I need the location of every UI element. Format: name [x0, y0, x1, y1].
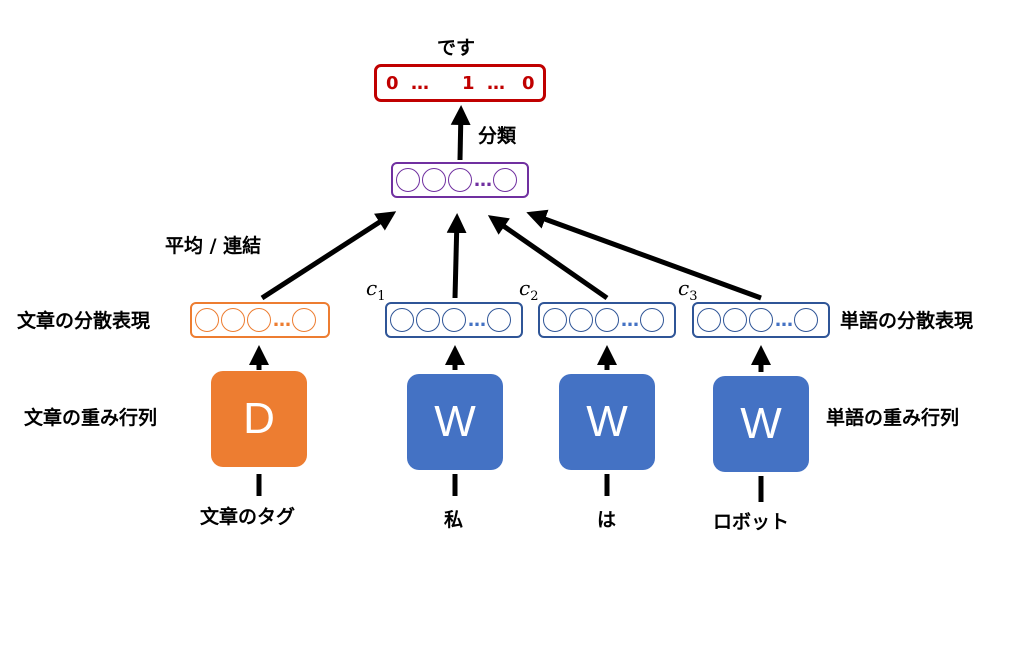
- one-hot-value: 1: [462, 73, 475, 94]
- vector-unit: [543, 308, 567, 332]
- word-weight-matrix-1: W: [407, 374, 503, 470]
- vector-unit: [569, 308, 593, 332]
- vector-unit: [390, 308, 414, 332]
- vector-unit: [448, 168, 472, 192]
- one-hot-value: 0: [386, 73, 399, 94]
- context-label-c2: c2: [519, 276, 539, 304]
- vector-unit: [749, 308, 773, 332]
- context-label-c3: c3: [678, 276, 698, 304]
- arrow-vec2-to-hidden: [487, 215, 609, 301]
- vector-unit: [416, 308, 440, 332]
- doc-vector: …: [190, 302, 330, 338]
- word-vector-3: …: [692, 302, 830, 338]
- arrow-docvec-to-hidden: [260, 211, 397, 301]
- vector-unit: [697, 308, 721, 332]
- word-vector-2: …: [538, 302, 676, 338]
- vector-unit: [640, 308, 664, 332]
- word-input-2: は: [597, 509, 617, 531]
- one-hot-output-box: 0 … 1 … 0: [374, 64, 546, 102]
- arrow-vec3-to-hidden: [526, 209, 762, 301]
- vector-unit: [595, 308, 619, 332]
- vector-ellipsis: …: [775, 309, 793, 331]
- arrow-vec1-to-hidden: [446, 213, 467, 299]
- vector-unit: [794, 308, 818, 332]
- word-weight-matrix-2: W: [559, 374, 655, 470]
- word-input-1: 私: [444, 509, 464, 531]
- doc-tag-input: 文章のタグ: [200, 506, 296, 528]
- vector-unit: [442, 308, 466, 332]
- vector-ellipsis: …: [468, 309, 486, 331]
- classify-label: 分類: [478, 125, 517, 147]
- word-input-3: ロボット: [713, 511, 790, 533]
- word-matrix-label: 単語の重み行列: [826, 407, 960, 429]
- combine-label: 平均 / 連結: [165, 235, 262, 257]
- vector-unit: [396, 168, 420, 192]
- doc-weight-matrix: D: [211, 371, 307, 467]
- vector-unit: [723, 308, 747, 332]
- word-vector-label: 単語の分散表現: [840, 310, 974, 332]
- context-label-c1: c1: [366, 276, 386, 304]
- vector-unit: [247, 308, 271, 332]
- vector-ellipsis: …: [621, 309, 639, 331]
- arrow-hidden-to-output: [450, 105, 471, 161]
- hidden-vector: …: [391, 162, 529, 198]
- doc-vector-label: 文章の分散表現: [17, 310, 151, 332]
- one-hot-ellipsis: …: [487, 73, 505, 94]
- vector-ellipsis: …: [273, 309, 291, 331]
- vector-unit: [221, 308, 245, 332]
- output-word-label: です: [437, 37, 476, 59]
- vector-ellipsis: …: [474, 169, 492, 191]
- word-vector-1: …: [385, 302, 523, 338]
- one-hot-value: 0: [522, 73, 535, 94]
- vector-unit: [422, 168, 446, 192]
- one-hot-ellipsis: …: [411, 73, 429, 94]
- vector-unit: [493, 168, 517, 192]
- vector-unit: [195, 308, 219, 332]
- vector-unit: [487, 308, 511, 332]
- word-weight-matrix-3: W: [713, 376, 809, 472]
- doc-matrix-label: 文章の重み行列: [24, 407, 158, 429]
- vector-unit: [292, 308, 316, 332]
